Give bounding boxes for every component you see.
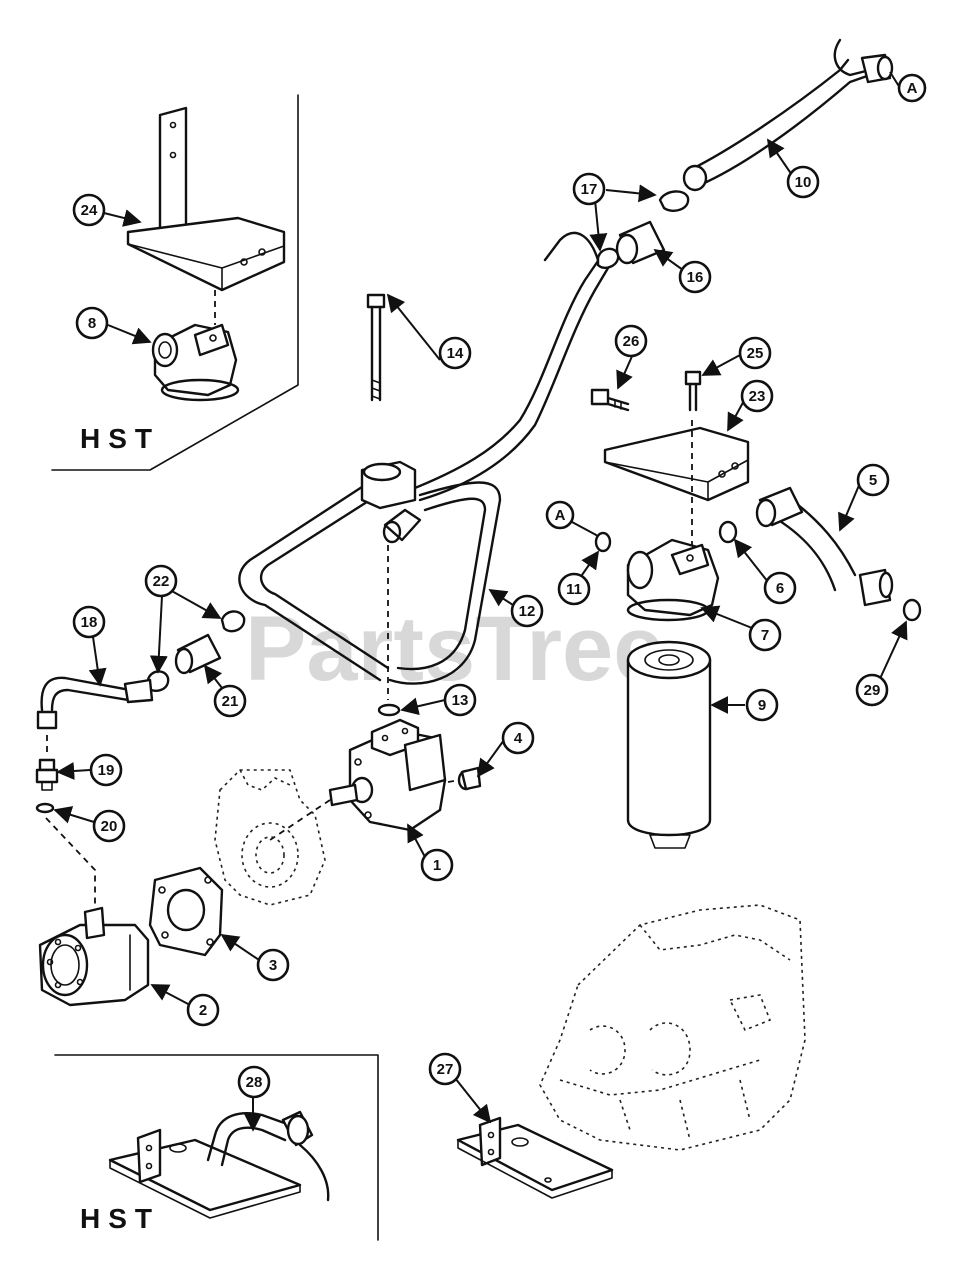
callout-10[interactable]: 10 [786, 165, 820, 199]
callout-6[interactable]: 6 [763, 571, 797, 605]
bolt-part-25 [684, 370, 702, 412]
svg-text:18: 18 [81, 614, 98, 631]
bracket-part-27 [456, 1116, 614, 1199]
engine-dotted [539, 904, 806, 1151]
bolt-part-14 [366, 293, 386, 402]
callout-28[interactable]: 28 [237, 1065, 271, 1099]
svg-text:2: 2 [199, 1002, 207, 1019]
callout-26[interactable]: 26 [614, 324, 648, 358]
hst-bottom-inset: HST [54, 1054, 379, 1241]
filter-head-part-7 [626, 538, 720, 622]
engine-housing-dotted [214, 769, 326, 906]
callout-13[interactable]: 13 [443, 683, 477, 717]
svg-text:27: 27 [437, 1061, 454, 1078]
bracket-part-23 [603, 420, 750, 550]
oring-part-20 [35, 802, 55, 814]
hose-part-21 [174, 633, 222, 675]
bracket-part-24 [126, 106, 286, 325]
svg-text:4: 4 [514, 730, 523, 747]
callout-21[interactable]: 21 [213, 684, 247, 718]
pump-part-1 [269, 718, 447, 841]
svg-text:11: 11 [566, 581, 582, 598]
callout-A-top[interactable]: A [897, 73, 927, 103]
svg-text:29: 29 [864, 682, 881, 699]
svg-text:20: 20 [101, 818, 118, 835]
callout-18[interactable]: 18 [72, 605, 106, 639]
svg-text:5: 5 [869, 472, 877, 489]
hose-part-10 [682, 38, 894, 192]
callout-29[interactable]: 29 [855, 673, 889, 707]
hst-bottom-label: HST [80, 1203, 160, 1234]
callout-4[interactable]: 4 [501, 721, 535, 755]
callout-25[interactable]: 25 [738, 336, 772, 370]
hose-part-12 [238, 231, 610, 685]
pipe-part-5 [755, 486, 894, 607]
svg-text:12: 12 [519, 603, 536, 620]
svg-text:21: 21 [222, 693, 239, 710]
svg-text:3: 3 [269, 957, 277, 974]
svg-text:28: 28 [246, 1074, 263, 1091]
clamp-part-22 [146, 610, 246, 692]
svg-text:17: 17 [581, 181, 598, 198]
svg-text:6: 6 [776, 580, 784, 597]
gasket-part-3 [148, 866, 224, 957]
callout-19[interactable]: 19 [89, 753, 123, 787]
svg-text:1: 1 [433, 857, 441, 874]
callout-1[interactable]: 1 [420, 848, 454, 882]
callout-A-filter[interactable]: A [545, 500, 575, 530]
callout-22[interactable]: 22 [144, 564, 178, 598]
callout-9[interactable]: 9 [745, 688, 779, 722]
callout-7[interactable]: 7 [748, 618, 782, 652]
pipe-part-18 [36, 676, 154, 730]
svg-text:26: 26 [623, 333, 640, 350]
callout-14[interactable]: 14 [438, 336, 472, 370]
leader-lines [53, 71, 908, 1132]
bolt-part-26 [590, 388, 630, 412]
callout-24[interactable]: 24 [72, 193, 106, 227]
svg-text:14: 14 [447, 345, 464, 362]
svg-text:22: 22 [153, 573, 170, 590]
washer-part-4 [447, 766, 482, 791]
svg-text:10: 10 [795, 174, 812, 191]
svg-text:8: 8 [88, 315, 96, 332]
oring-part-13 [377, 703, 401, 717]
svg-text:13: 13 [452, 692, 469, 709]
svg-text:16: 16 [687, 269, 704, 286]
oring-part-6 [718, 520, 738, 544]
callout-11[interactable]: 11 [557, 572, 591, 606]
oring-part-29 [902, 598, 922, 622]
svg-text:25: 25 [747, 345, 764, 362]
callout-16[interactable]: 16 [678, 260, 712, 294]
callout-17[interactable]: 17 [572, 172, 606, 206]
oring-part-11 [594, 531, 612, 553]
filter-head-part-8 [151, 323, 240, 402]
svg-text:7: 7 [761, 627, 769, 644]
hose-part-16 [615, 220, 666, 265]
svg-text:23: 23 [749, 388, 766, 405]
svg-text:24: 24 [81, 202, 98, 219]
callout-12[interactable]: 12 [510, 594, 544, 628]
pump-part-2 [38, 906, 150, 1007]
callout-23[interactable]: 23 [740, 379, 774, 413]
callout-8[interactable]: 8 [75, 306, 109, 340]
callout-2[interactable]: 2 [186, 993, 220, 1027]
callout-5[interactable]: 5 [856, 463, 890, 497]
svg-text:A: A [907, 80, 918, 97]
callout-20[interactable]: 20 [92, 809, 126, 843]
svg-text:19: 19 [98, 762, 115, 779]
svg-text:A: A [555, 507, 566, 524]
hst-top-inset: HST [51, 94, 299, 471]
callout-3[interactable]: 3 [256, 948, 290, 982]
callout-27[interactable]: 27 [428, 1052, 462, 1086]
bracket-part-28 [108, 1110, 330, 1219]
tee-fitting [360, 460, 422, 700]
svg-text:9: 9 [758, 697, 766, 714]
hst-top-label: HST [80, 423, 160, 454]
filter-part-9 [626, 640, 712, 849]
